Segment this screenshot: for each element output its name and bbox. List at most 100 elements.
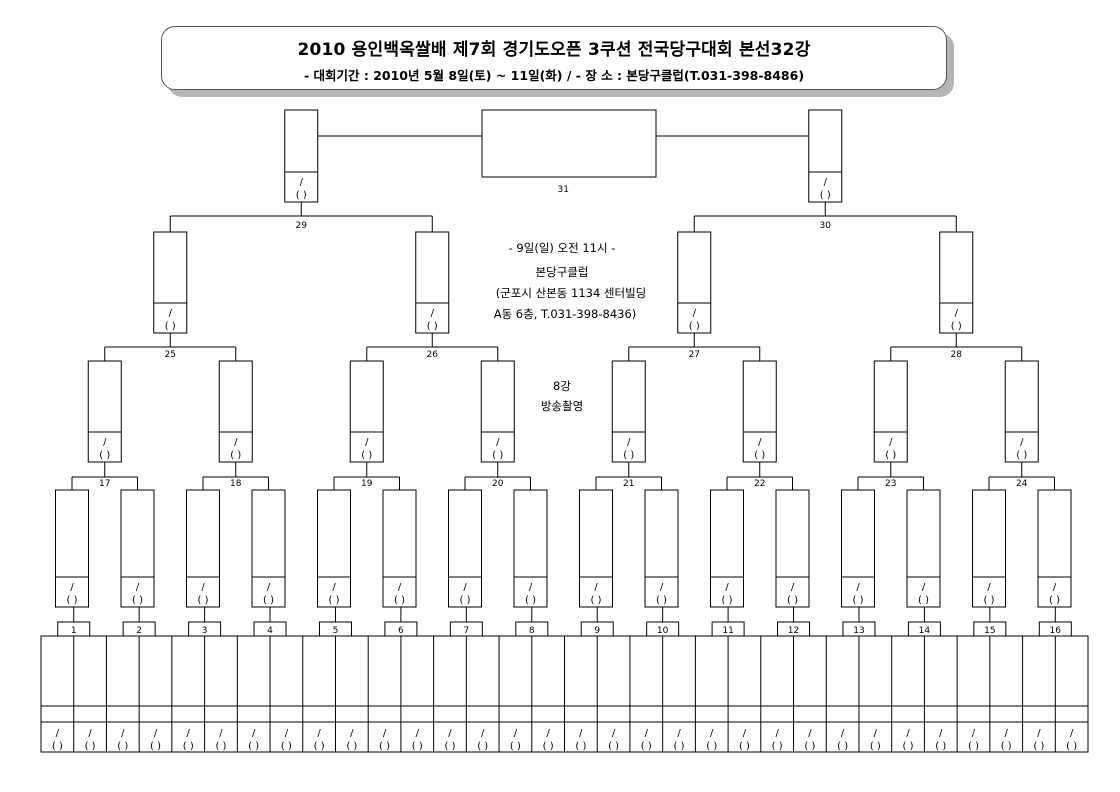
entry-slash: / [1005, 728, 1009, 739]
slot-slash: / [103, 437, 107, 448]
match-number: 27 [689, 350, 700, 360]
entry-slash: / [579, 728, 583, 739]
champion-box [481, 109, 657, 178]
slot-slash: / [987, 582, 991, 593]
slot-slash: / [234, 437, 238, 448]
slot-parens: ( ) [1016, 450, 1027, 461]
match-number: 17 [99, 479, 110, 489]
slot-slash: / [1053, 582, 1057, 593]
entry-slash: / [252, 728, 256, 739]
slot-slash: / [824, 177, 828, 188]
match-number: 19 [361, 479, 373, 489]
slot-parens: ( ) [427, 321, 438, 332]
entry-parens: ( ) [1001, 741, 1012, 752]
slot-slash: / [136, 582, 140, 593]
slot-parens: ( ) [754, 450, 765, 461]
slot-parens: ( ) [460, 595, 471, 606]
match-number: 2 [136, 626, 142, 636]
entry-slash: / [121, 728, 125, 739]
entry-parens: ( ) [575, 741, 586, 752]
entry-slash: / [514, 728, 518, 739]
match-number: 14 [919, 626, 931, 636]
entry-slash: / [775, 728, 779, 739]
entry-parens: ( ) [444, 741, 455, 752]
match-number: 3 [202, 626, 208, 636]
match-number: 26 [427, 350, 439, 360]
player-slot [808, 109, 843, 203]
entry-parens: ( ) [117, 741, 128, 752]
entry-parens: ( ) [412, 741, 423, 752]
slot-slash: / [300, 177, 304, 188]
page-subtitle: - 대회기간 : 2010년 5월 8일(토) ~ 11일(화) / - 장 소… [303, 68, 805, 83]
slot-slash: / [955, 308, 959, 319]
entry-parens: ( ) [248, 741, 259, 752]
slot-parens: ( ) [984, 595, 995, 606]
match-number: 22 [754, 479, 765, 489]
slot-parens: ( ) [67, 595, 78, 606]
match-number: 31 [558, 185, 569, 195]
slot-slash: / [725, 582, 729, 593]
match-number: 11 [722, 626, 733, 636]
match-number: 8 [529, 626, 535, 636]
entry-slash: / [481, 728, 485, 739]
player-slot [284, 109, 319, 203]
entry-slash: / [285, 728, 289, 739]
slot-parens: ( ) [853, 595, 864, 606]
match-number: 24 [1016, 479, 1028, 489]
slot-parens: ( ) [361, 450, 372, 461]
slot-slash: / [922, 582, 926, 593]
slot-parens: ( ) [787, 595, 798, 606]
entry-slash: / [874, 728, 878, 739]
entry-slash: / [710, 728, 714, 739]
slot-parens: ( ) [394, 595, 405, 606]
entry-parens: ( ) [215, 741, 226, 752]
venue-name: 본당구클럽 [536, 265, 589, 279]
entry-parens: ( ) [804, 741, 815, 752]
entry-slash: / [939, 728, 943, 739]
slot-slash: / [594, 582, 598, 593]
slot-parens: ( ) [591, 595, 602, 606]
match-number: 13 [853, 626, 864, 636]
entry-slash: / [350, 728, 354, 739]
slot-slash: / [627, 437, 631, 448]
slot-parens: ( ) [623, 450, 634, 461]
slot-slash: / [496, 437, 500, 448]
match-number: 23 [885, 479, 896, 489]
entry-parens: ( ) [1066, 741, 1077, 752]
slot-parens: ( ) [525, 595, 536, 606]
entry-parens: ( ) [674, 741, 685, 752]
entry-slash: / [972, 728, 976, 739]
slot-slash: / [398, 582, 402, 593]
entry-parens: ( ) [608, 741, 619, 752]
entry-slash: / [546, 728, 550, 739]
entry-slash: / [841, 728, 845, 739]
entry-slash: / [383, 728, 387, 739]
entry-slash: / [808, 728, 812, 739]
title-box: 2010 용인백옥쌀배 제7회 경기도오픈 3쿠션 전국당구대회 본선32강 -… [161, 26, 947, 90]
slot-parens: ( ) [492, 450, 503, 461]
match-number: 25 [165, 350, 176, 360]
slot-parens: ( ) [263, 595, 274, 606]
match-number: 15 [984, 626, 995, 636]
slot-parens: ( ) [198, 595, 209, 606]
entry-parens: ( ) [837, 741, 848, 752]
slot-slash: / [856, 582, 860, 593]
match-number: 7 [463, 626, 469, 636]
entry-slash: / [416, 728, 420, 739]
entry-slash: / [906, 728, 910, 739]
entry-parens: ( ) [935, 741, 946, 752]
slot-slash: / [791, 582, 795, 593]
slot-parens: ( ) [165, 321, 176, 332]
match-number: 18 [230, 479, 242, 489]
slot-parens: ( ) [689, 321, 700, 332]
entry-slash: / [317, 728, 321, 739]
slot-slash: / [693, 308, 697, 319]
match-number: 20 [492, 479, 504, 489]
entry-slash: / [677, 728, 681, 739]
match-number: 12 [788, 626, 799, 636]
entry-slash: / [1070, 728, 1074, 739]
entry-parens: ( ) [1033, 741, 1044, 752]
slot-parens: ( ) [230, 450, 241, 461]
entry-slash: / [187, 728, 191, 739]
